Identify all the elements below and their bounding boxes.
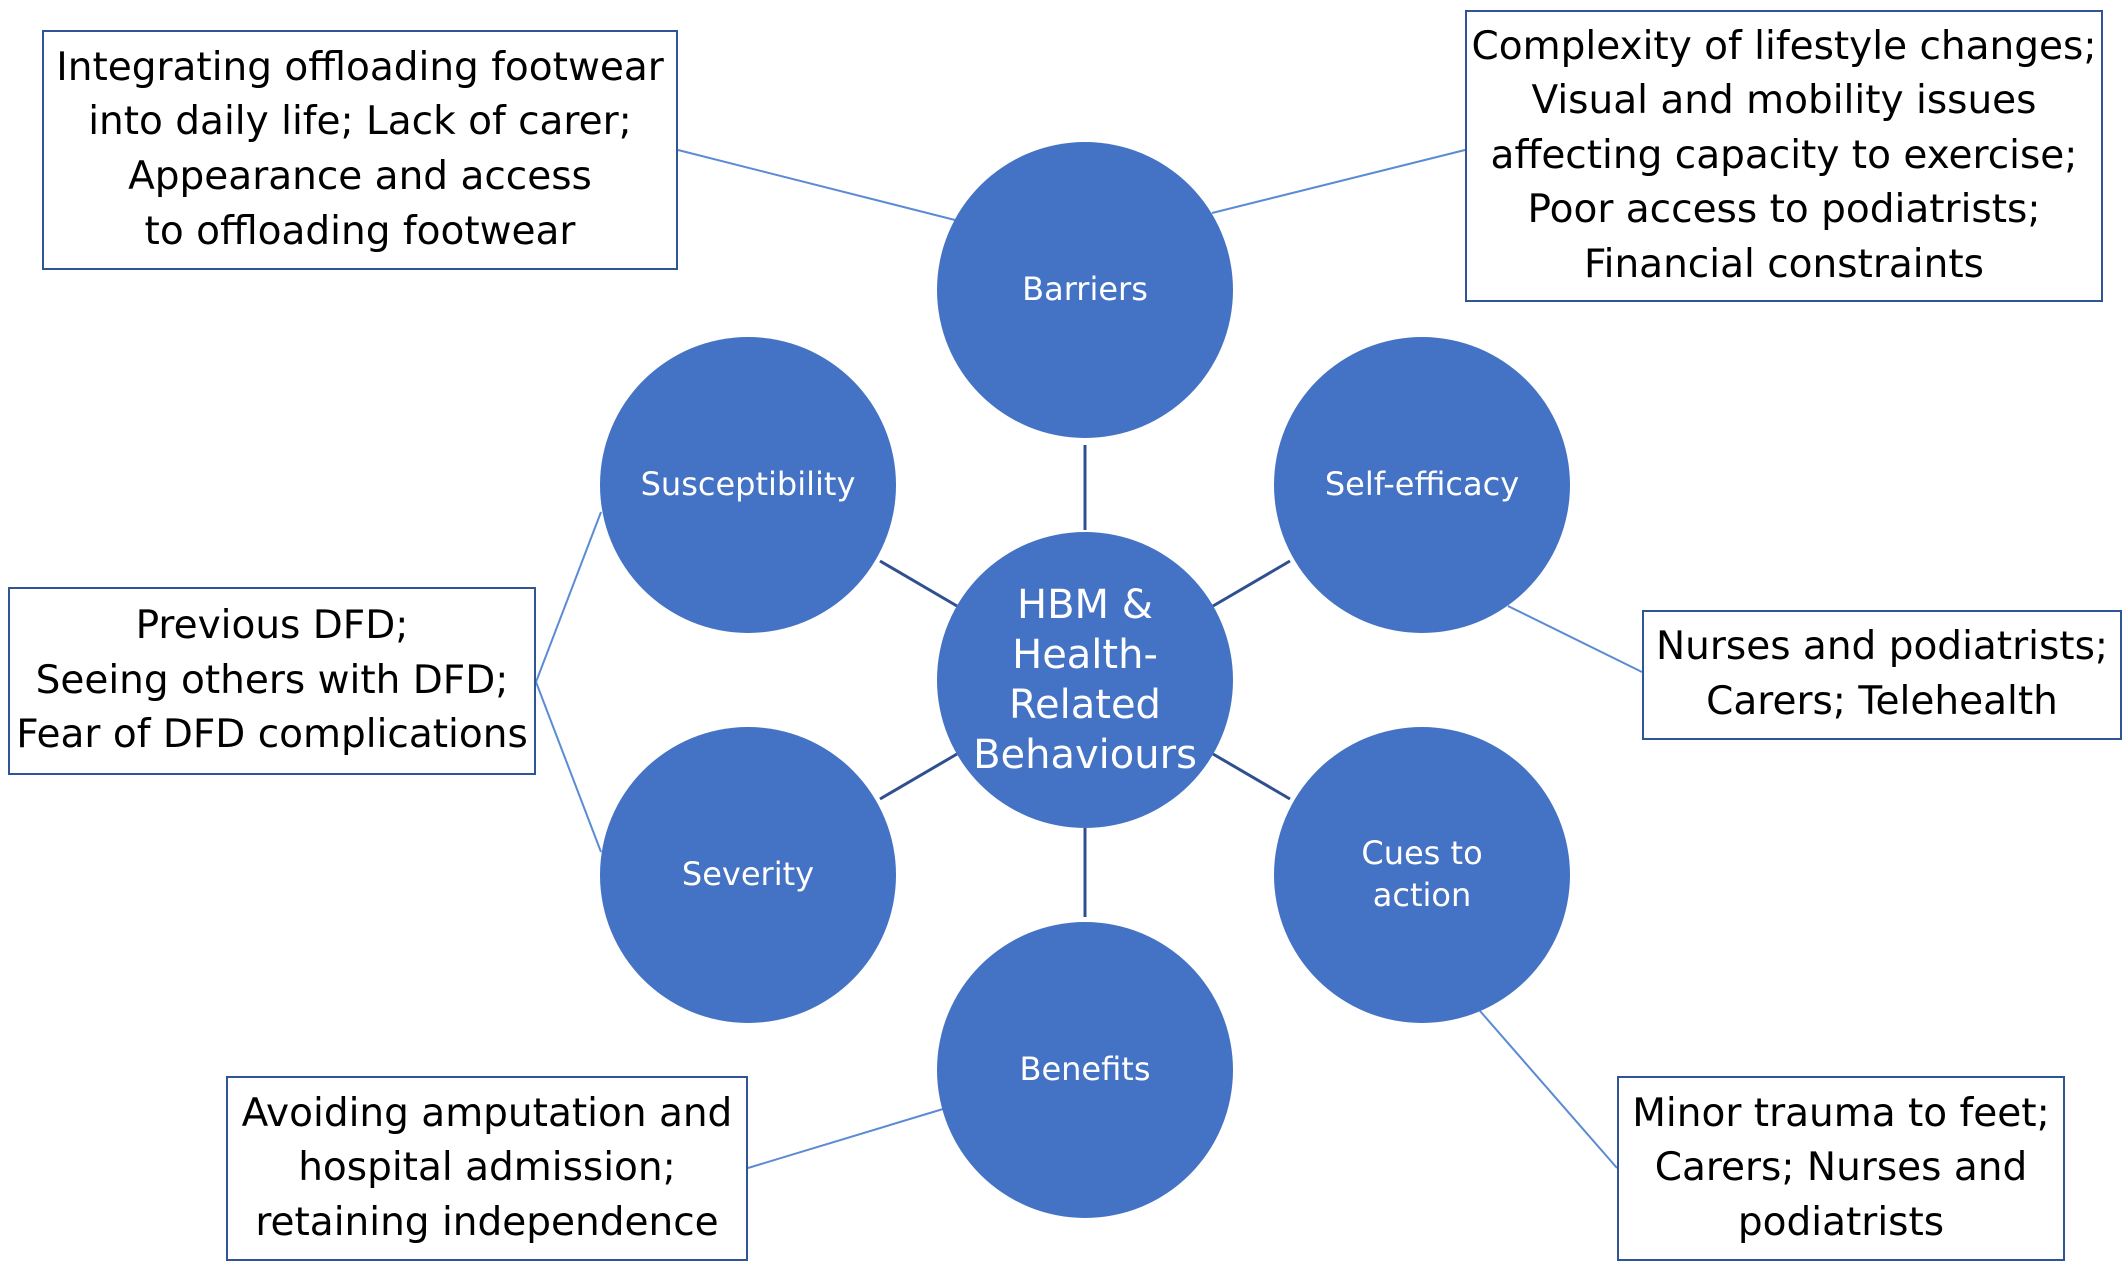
spoke-severity [879,752,958,801]
construct-barriers: Barriers [937,142,1233,438]
spoke-susceptibility [879,559,958,608]
callout-benefits [747,1108,944,1169]
spoke-self-efficacy [1212,559,1291,608]
callout-cues-to-action [1479,1010,1618,1169]
note-cues-to-action: Minor trauma to feet; Carers; Nurses and… [1617,1076,2065,1261]
construct-severity: Severity [600,727,896,1023]
hub-hbm-health-related-behaviours: HBM & Health- Related Behaviours [937,532,1233,828]
note-barriers-right: Complexity of lifestyle changes; Visual … [1465,10,2103,302]
note-self-efficacy: Nurses and podiatrists; Carers; Teleheal… [1642,610,2122,740]
construct-benefits: Benefits [937,922,1233,1218]
callout-susceptibility [535,511,602,683]
callout-barriers-right [1211,149,1466,214]
callout-severity [535,681,602,853]
note-barriers-left: Integrating offloading footwear into dai… [42,30,678,270]
note-susceptibility-severity: Previous DFD; Seeing others with DFD; Fe… [8,587,536,775]
note-benefits: Avoiding amputation and hospital admissi… [226,1076,748,1261]
callout-barriers-left [677,149,956,221]
construct-self-efficacy: Self-efficacy [1274,337,1570,633]
spoke-cues-to-action [1212,752,1291,801]
construct-cues-to-action: Cues to action [1274,727,1570,1023]
callout-self-efficacy [1507,605,1643,673]
construct-susceptibility: Susceptibility [600,337,896,633]
